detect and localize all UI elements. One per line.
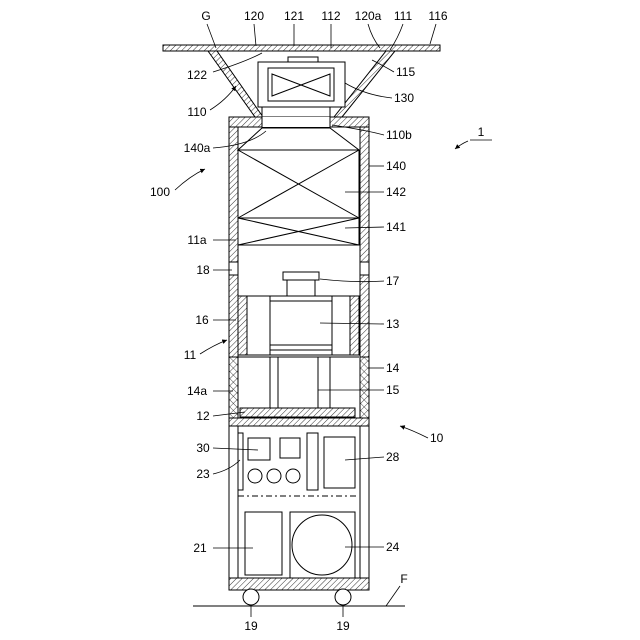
leader-10: [400, 426, 428, 438]
ceiling-plate: [163, 45, 440, 51]
leader-140a: [213, 131, 266, 148]
label-130: 130: [394, 91, 414, 105]
component-17-body: [287, 280, 315, 296]
leader-116: [430, 24, 436, 44]
label-14: 14: [386, 361, 400, 375]
fan-unit: [258, 57, 345, 117]
label-23: 23: [196, 467, 210, 481]
leader-1: [455, 141, 468, 149]
left-wall-upper: [229, 127, 238, 262]
label-f: F: [400, 572, 407, 586]
label-110b: 110b: [386, 128, 412, 142]
filter-section: [238, 128, 359, 245]
leader-f: [386, 586, 400, 606]
label-115: 115: [396, 65, 415, 79]
lower-section: [229, 426, 369, 590]
label-21: 21: [193, 541, 207, 555]
wheel-right: [335, 589, 351, 605]
label-19-right: 19: [336, 619, 350, 633]
component-17-cap: [283, 272, 319, 280]
label-24: 24: [386, 540, 400, 554]
component-28: [324, 437, 355, 488]
chamber-section: [229, 272, 369, 426]
label-110: 110: [187, 105, 206, 119]
label-140: 140: [386, 159, 406, 173]
label-112: 112: [321, 9, 340, 23]
right-wall-crosshatch: [360, 357, 369, 418]
label-121: 121: [284, 9, 304, 23]
lower-right-wall: [360, 426, 369, 578]
housing-top-opening: [262, 117, 330, 127]
right-wall-middle: [360, 275, 369, 357]
inner-wall-16-right: [350, 296, 359, 355]
right-wall-upper: [360, 127, 369, 262]
leader-100: [175, 169, 205, 190]
label-142: 142: [386, 185, 406, 199]
inner-wall-16-left: [238, 296, 247, 355]
label-100: 100: [150, 185, 170, 199]
label-122: 122: [187, 68, 207, 82]
bottom-base: [229, 578, 369, 590]
control-knob-1: [248, 469, 262, 483]
control-knob-2: [267, 469, 281, 483]
component-13: [270, 296, 332, 355]
label-16: 16: [195, 313, 209, 327]
base-plate-12: [240, 408, 355, 417]
label-10: 10: [430, 431, 444, 445]
label-28: 28: [386, 450, 400, 464]
leader-110: [210, 86, 236, 110]
label-19-left: 19: [244, 619, 258, 633]
duct-connector: [262, 107, 330, 117]
label-120a: 120a: [355, 9, 382, 23]
left-wall-vent: [229, 262, 238, 275]
label-1: 1: [478, 125, 485, 139]
vertical-bar: [307, 433, 318, 490]
label-17: 17: [386, 274, 400, 288]
left-wall-crosshatch: [229, 357, 238, 418]
left-wall-middle: [229, 275, 238, 357]
label-g: G: [201, 9, 210, 23]
label-13: 13: [386, 317, 400, 331]
component-24-circle: [292, 515, 352, 575]
label-120: 120: [244, 9, 264, 23]
wheels-and-floor: [193, 589, 405, 606]
leader-g: [207, 24, 216, 48]
wheel-left: [243, 589, 259, 605]
funnel-left-wall: [208, 51, 263, 117]
leader-17: [320, 279, 384, 282]
filter-hood: [238, 128, 359, 150]
control-square-right: [280, 438, 300, 458]
leader-11: [200, 340, 227, 354]
label-11: 11: [184, 348, 197, 362]
leader-120a: [368, 24, 380, 48]
label-141: 141: [386, 220, 406, 234]
control-knob-3: [286, 469, 300, 483]
column-15: [278, 357, 318, 408]
label-116: 116: [428, 9, 447, 23]
label-18: 18: [196, 263, 210, 277]
label-140a: 140a: [184, 141, 211, 155]
component-21: [245, 512, 282, 575]
label-30: 30: [196, 441, 210, 455]
label-15: 15: [386, 383, 400, 397]
label-14a: 14a: [187, 384, 207, 398]
right-wall-vent: [360, 262, 369, 275]
control-square-left: [248, 438, 270, 460]
label-111: 111: [394, 9, 413, 23]
separator-plate: [229, 418, 369, 426]
label-11a: 11a: [187, 233, 206, 247]
label-12: 12: [196, 409, 210, 423]
leader-120: [254, 24, 256, 46]
